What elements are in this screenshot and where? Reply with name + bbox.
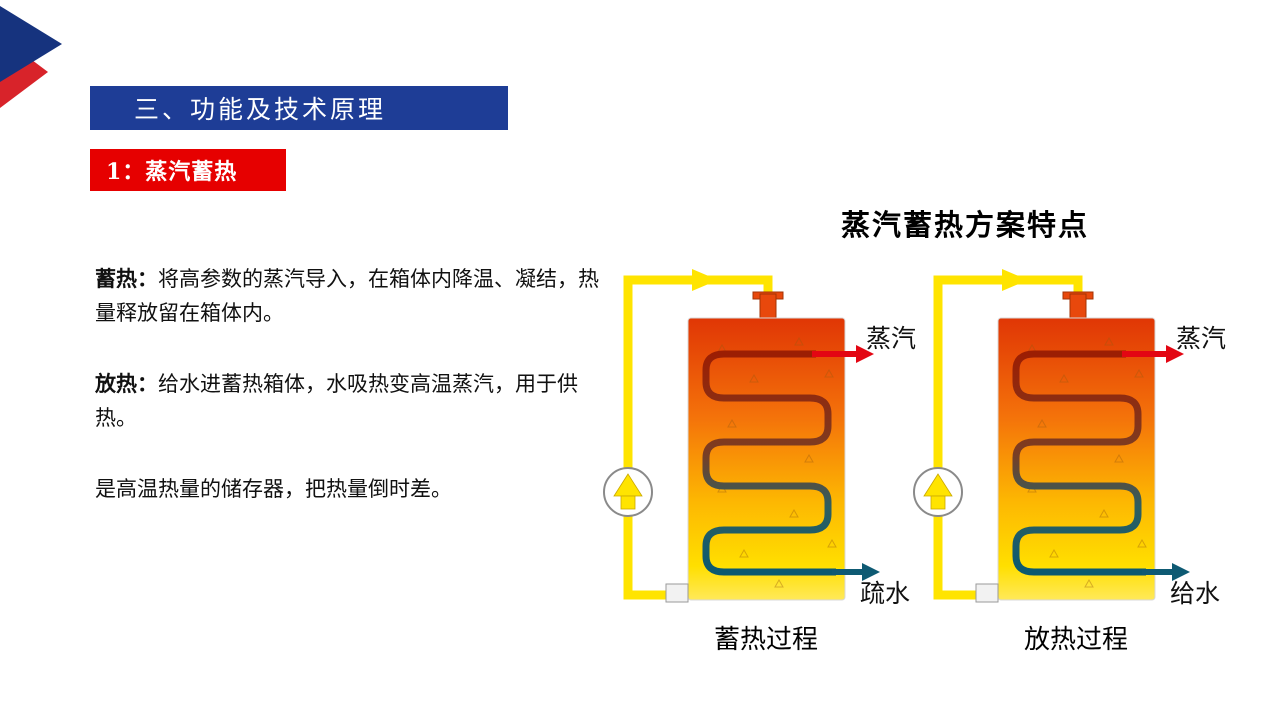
subsection-badge: 1：蒸汽蓄热	[90, 149, 286, 191]
subsection-badge-label: 1：蒸汽蓄热	[106, 159, 238, 185]
body-paragraph: 蓄热：将高参数的蒸汽导入，在箱体内降温、凝结，热量释放留在箱体内。	[95, 262, 615, 330]
section-title-banner: 三、功能及技术原理	[90, 86, 508, 130]
diagram-title: 蒸汽蓄热方案特点	[840, 208, 1089, 242]
paragraph-text: 是高温热量的储存器，把热量倒时差。	[95, 477, 452, 501]
body-paragraph: 放热：给水进蓄热箱体，水吸热变高温蒸汽，用于供热。	[95, 367, 615, 435]
section-title: 三、功能及技术原理	[134, 95, 387, 124]
heat-release-diagram: 蒸汽 给水 放热过程	[914, 269, 1226, 655]
steam-label: 蒸汽	[866, 324, 916, 353]
paragraph-lead: 蓄热：	[95, 266, 158, 291]
tank-unit	[914, 269, 1190, 602]
corner-blue-chevron	[0, 6, 62, 82]
paragraph-lead: 放热：	[95, 371, 158, 396]
process-caption: 放热过程	[1024, 625, 1128, 655]
drain-label: 疏水	[860, 579, 910, 608]
process-caption: 蓄热过程	[714, 625, 818, 655]
tank-unit	[604, 269, 880, 602]
steam-label: 蒸汽	[1176, 324, 1226, 353]
corner-accent-icon	[0, 6, 62, 108]
heat-storage-diagram: 蒸汽 疏水 蓄热过程	[604, 269, 916, 655]
feedwater-label: 给水	[1170, 579, 1220, 608]
body-paragraph: 是高温热量的储存器，把热量倒时差。	[95, 472, 615, 506]
diagram-area: 蒸汽 疏水 蓄热过程 蒸汽 给水 放热过程	[600, 250, 1226, 655]
paragraph-text: 将高参数的蒸汽导入，在箱体内降温、凝结，热量释放留在箱体内。	[95, 267, 599, 325]
paragraph-text: 给水进蓄热箱体，水吸热变高温蒸汽，用于供热。	[95, 372, 578, 430]
body-text-block: 蓄热：将高参数的蒸汽导入，在箱体内降温、凝结，热量释放留在箱体内。 放热：给水进…	[95, 262, 615, 543]
